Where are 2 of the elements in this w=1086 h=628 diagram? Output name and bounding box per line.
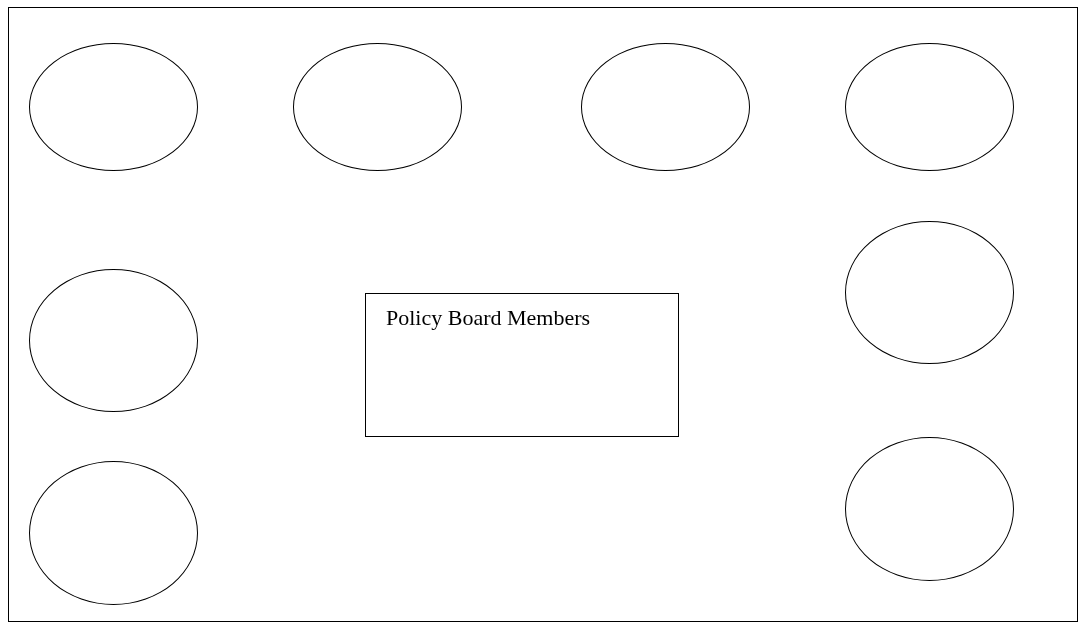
frame-box: [8, 7, 1078, 622]
text-box: Policy Board Members: [365, 293, 679, 437]
